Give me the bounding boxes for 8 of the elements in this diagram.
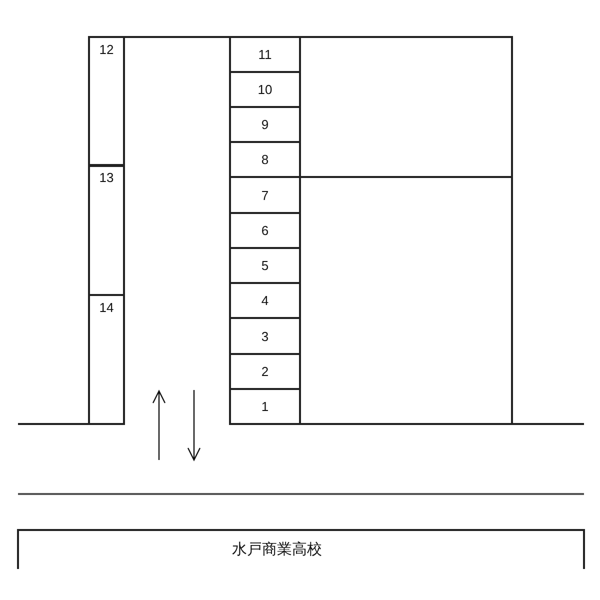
parking-space: 14 (88, 294, 125, 425)
building (299, 36, 513, 178)
parking-space: 13 (88, 164, 125, 296)
parking-space: 11 (229, 36, 301, 73)
parking-space: 12 (88, 36, 125, 167)
parking-space: 1 (229, 388, 301, 425)
school-building: 水戸商業高校 (17, 529, 585, 569)
building (299, 176, 513, 425)
